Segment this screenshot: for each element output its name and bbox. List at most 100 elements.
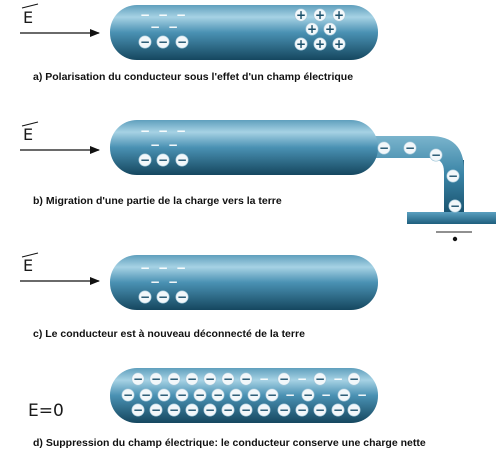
svg-text:−: −	[150, 275, 160, 289]
negative-charge: −	[167, 372, 181, 386]
negative-charge: −	[158, 261, 168, 275]
negative-charge: −	[176, 261, 186, 275]
negative-charge: −	[193, 388, 207, 402]
svg-text:−: −	[158, 153, 168, 167]
svg-text:−: −	[213, 388, 223, 402]
svg-text:−: −	[140, 35, 150, 49]
negative-charge: −	[150, 275, 160, 289]
negative-charge: −	[301, 388, 315, 402]
panel-a: −−−−−−−−++++++++	[20, 3, 378, 60]
svg-text:−: −	[349, 372, 359, 386]
panel-c: −−−−−−−−	[20, 252, 378, 310]
svg-text:−: −	[195, 388, 205, 402]
negative-charge: −	[211, 388, 225, 402]
svg-text:−: −	[151, 403, 161, 417]
negative-charge: −	[285, 388, 295, 402]
svg-text:−: −	[158, 124, 168, 138]
svg-text:−: −	[150, 20, 160, 34]
svg-text:−: −	[333, 372, 343, 386]
svg-text:−: −	[123, 388, 133, 402]
caption-c: c) Le conducteur est à nouveau déconnect…	[33, 328, 305, 340]
negative-charge: −	[448, 199, 462, 213]
negative-charge: −	[313, 372, 327, 386]
negative-charge: −	[156, 153, 170, 167]
svg-text:−: −	[140, 290, 150, 304]
ground-dot	[452, 236, 458, 242]
svg-text:−: −	[177, 153, 187, 167]
svg-text:−: −	[231, 388, 241, 402]
negative-charge: −	[259, 372, 269, 386]
svg-text:−: −	[168, 275, 178, 289]
negative-charge: −	[149, 403, 163, 417]
negative-charge: −	[185, 403, 199, 417]
svg-text:−: −	[176, 124, 186, 138]
svg-text:−: −	[303, 388, 313, 402]
svg-text:−: −	[169, 372, 179, 386]
negative-charge: −	[277, 372, 291, 386]
ground-plate	[407, 212, 496, 224]
negative-charge: −	[156, 35, 170, 49]
field-vector-bar-b	[21, 121, 39, 127]
negative-charge: −	[138, 290, 152, 304]
svg-text:−: −	[177, 388, 187, 402]
svg-text:−: −	[450, 199, 460, 213]
negative-charge: −	[131, 403, 145, 417]
negative-charge: −	[446, 169, 460, 183]
svg-text:−: −	[150, 138, 160, 152]
svg-text:−: −	[187, 372, 197, 386]
svg-text:−: −	[241, 372, 251, 386]
negative-charge: −	[321, 388, 331, 402]
svg-text:−: −	[133, 372, 143, 386]
positive-charge: +	[294, 37, 308, 51]
caption-b: b) Migration d'une partie de la charge v…	[33, 195, 282, 207]
svg-text:−: −	[315, 403, 325, 417]
negative-charge: −	[139, 388, 153, 402]
panel-d: −−−−−−−−−−−−−−−−−−−−−−−−−−−−−−−−−−−−−−−−	[110, 368, 378, 423]
negative-charge: −	[175, 35, 189, 49]
negative-charge: −	[175, 153, 189, 167]
svg-text:−: −	[315, 372, 325, 386]
svg-text:−: −	[140, 153, 150, 167]
negative-charge: −	[277, 403, 291, 417]
negative-charge: −	[203, 403, 217, 417]
negative-charge: −	[168, 275, 178, 289]
negative-charge: −	[347, 403, 361, 417]
negative-charge: −	[156, 290, 170, 304]
positive-charge: +	[323, 22, 337, 36]
svg-text:−: −	[159, 388, 169, 402]
caption-a: a) Polarisation du conducteur sous l'eff…	[33, 71, 354, 83]
svg-text:+: +	[334, 37, 344, 51]
svg-text:−: −	[297, 403, 307, 417]
negative-charge: −	[175, 388, 189, 402]
svg-text:−: −	[223, 372, 233, 386]
svg-text:−: −	[177, 35, 187, 49]
positive-charge: +	[332, 8, 346, 22]
negative-charge: −	[185, 372, 199, 386]
svg-text:−: −	[205, 372, 215, 386]
positive-charge: +	[305, 22, 319, 36]
negative-charge: −	[331, 403, 345, 417]
svg-text:−: −	[297, 372, 307, 386]
negative-charge: −	[313, 403, 327, 417]
negative-charge: −	[150, 138, 160, 152]
svg-text:+: +	[315, 8, 325, 22]
negative-charge: −	[121, 388, 135, 402]
negative-charge: −	[150, 20, 160, 34]
charges-c: −−−−−−−−	[138, 261, 189, 304]
svg-text:−: −	[169, 403, 179, 417]
svg-text:−: −	[168, 20, 178, 34]
conductor-a	[110, 5, 378, 60]
negative-charge: −	[138, 35, 152, 49]
positive-charge: +	[313, 8, 327, 22]
negative-charge: −	[295, 403, 309, 417]
svg-text:−: −	[379, 141, 389, 155]
field-zero-label: E=0	[28, 401, 64, 421]
negative-charge: −	[265, 388, 279, 402]
field-symbol-c: E	[23, 256, 34, 275]
svg-text:−: −	[158, 261, 168, 275]
positive-charge: +	[294, 8, 308, 22]
svg-text:+: +	[307, 22, 317, 36]
negative-charge: −	[138, 153, 152, 167]
negative-charge: −	[403, 141, 417, 155]
